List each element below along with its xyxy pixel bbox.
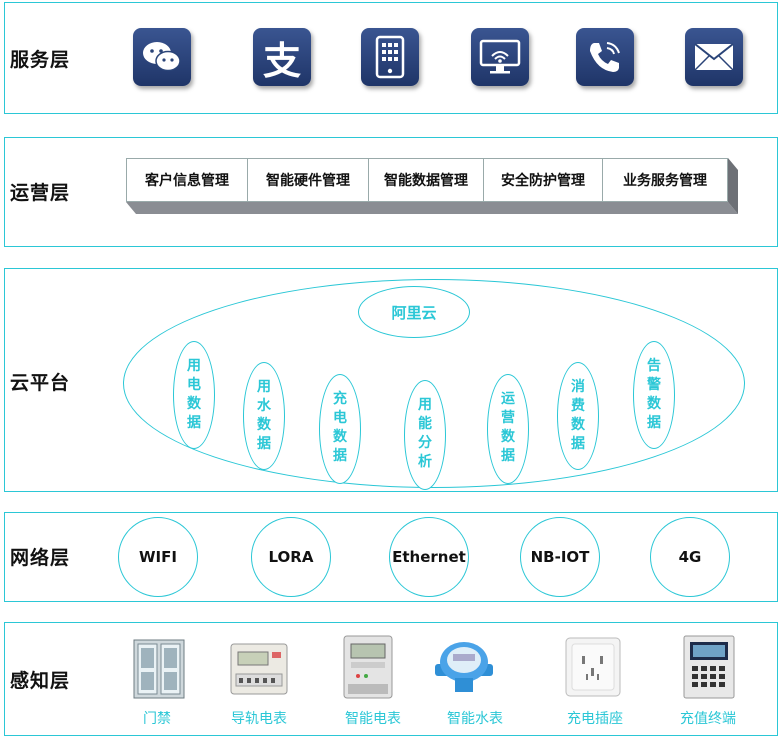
monitor-icon [471, 28, 529, 86]
cloud-item-water-label: 用水数据 [257, 379, 271, 452]
op-business-service: 业务服务管理 [602, 158, 728, 202]
device-label-recharge-terminal: 充值终端 [680, 711, 736, 727]
cloud-item-consumption-label: 消费数据 [571, 379, 585, 452]
cloud-item-energy [404, 380, 446, 490]
cloud-item-alarm-label: 告警数据 [647, 358, 661, 431]
smart-meter-image [338, 634, 400, 700]
layer-label-perception: 感知层 [10, 670, 71, 692]
email-icon [685, 28, 743, 86]
op-hardware: 智能硬件管理 [247, 158, 369, 202]
net-wifi: WIFI [118, 517, 198, 597]
device-label-din-rail-meter: 导轨电表 [231, 711, 287, 727]
cloud-item-operation [487, 374, 529, 484]
charging-socket-image [562, 634, 624, 700]
phone-call-icon [576, 28, 634, 86]
cloud-item-consumption [557, 362, 599, 470]
device-label-charging-socket: 充电插座 [567, 711, 623, 727]
recharge-terminal-image [678, 634, 740, 700]
layer-label-network: 网络层 [10, 547, 71, 569]
cloud-item-water [243, 362, 285, 470]
cloud-item-charging-label: 充电数据 [333, 391, 347, 464]
device-label-access-gate: 门禁 [143, 711, 171, 727]
din-rail-meter-image [228, 634, 290, 700]
device-label-smart-meter: 智能电表 [345, 711, 401, 727]
net-nbiot: NB-IOT [520, 517, 600, 597]
op-customer-info: 客户信息管理 [126, 158, 248, 202]
cloud-item-energy-label: 用能分析 [418, 397, 432, 470]
layer-label-operation: 运营层 [10, 182, 71, 204]
wechat-icon [133, 28, 191, 86]
cloud-item-electricity [173, 341, 215, 449]
access-gate-image [128, 634, 190, 700]
layer-label-cloud: 云平台 [10, 372, 71, 394]
mobile-app-icon [361, 28, 419, 86]
op-data: 智能数据管理 [368, 158, 484, 202]
net-4g: 4G [650, 517, 730, 597]
cloud-item-charging [319, 374, 361, 484]
op-security: 安全防护管理 [483, 158, 603, 202]
device-label-smart-water-meter: 智能水表 [447, 711, 503, 727]
smart-water-meter-image [433, 634, 495, 700]
net-ethernet: Ethernet [389, 517, 469, 597]
aliyun-label: 阿里云 [391, 303, 437, 322]
alipay-icon: 支 [253, 28, 311, 86]
aliyun-node: 阿里云 [358, 286, 470, 338]
net-lora: LORA [251, 517, 331, 597]
cloud-item-electricity-label: 用电数据 [187, 358, 201, 431]
layer-label-service: 服务层 [10, 49, 71, 71]
operation-3d-shadow [126, 158, 738, 214]
cloud-item-alarm [633, 341, 675, 449]
cloud-item-operation-label: 运营数据 [501, 391, 515, 464]
